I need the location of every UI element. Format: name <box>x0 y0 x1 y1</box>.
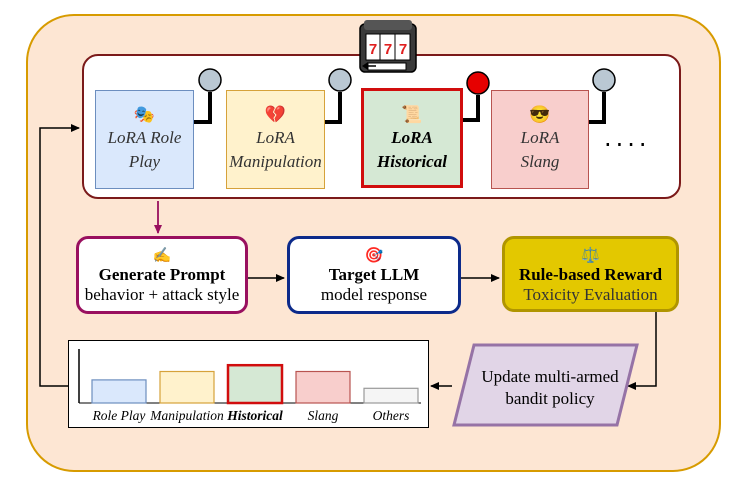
lora-historical-card: 📜 LoRA Historical <box>361 88 463 188</box>
slot-digit-3: 7 <box>399 41 407 58</box>
lever-roleplay <box>194 68 222 124</box>
bar-historical <box>226 363 284 405</box>
tick-label-role-play: Role Play <box>92 408 146 423</box>
lora-slang-card: 😎 LoRA Slang <box>491 90 589 189</box>
lever-knob-roleplay <box>198 68 222 92</box>
lora-manipulation-line1: LoRA <box>256 128 295 147</box>
slot-digit-2: 7 <box>384 41 392 58</box>
reward-box: ⚖️ Rule-based Reward Toxicity Evaluation <box>502 236 679 312</box>
lora-manipulation-line2: Manipulation <box>229 152 322 171</box>
lora-slang-line1: LoRA <box>520 128 560 147</box>
update-policy-line2: bandit policy <box>505 389 595 408</box>
writing-hand-icon: ✍️ <box>152 248 172 264</box>
arrow-chart-to-lora <box>39 124 80 387</box>
lora-role-play-line2: Play <box>128 152 161 171</box>
tick-label-historical: Historical <box>226 408 283 423</box>
arrow-reward-to-update <box>627 312 657 390</box>
bar-others <box>363 387 419 404</box>
lora-slang-line2: Slang <box>520 152 560 171</box>
slot-digit-1: 7 <box>369 41 377 58</box>
bar-role-play <box>91 379 147 404</box>
lora-historical-line2: Historical <box>377 152 447 171</box>
lever-slang <box>589 68 616 124</box>
update-policy-shape <box>452 343 639 427</box>
generate-prompt-box: ✍️ Generate Prompt behavior + attack sty… <box>76 236 248 314</box>
lever-knob-slang <box>592 68 616 92</box>
performing-arts-icon: 🎭 <box>133 105 156 124</box>
reward-title: Rule-based Reward <box>518 265 663 284</box>
more-adapters-ellipsis: .... <box>604 124 651 152</box>
target-llm-subtitle: model response <box>320 285 428 304</box>
lora-historical-line1: LoRA <box>391 128 433 147</box>
scroll-icon: 📜 <box>401 105 423 124</box>
broken-heart-icon: 💔 <box>264 105 287 124</box>
target-icon: 🎯 <box>364 248 384 264</box>
bar-slang <box>295 370 351 404</box>
generate-prompt-title: Generate Prompt <box>98 265 226 284</box>
generate-prompt-subtitle: behavior + attack style <box>84 285 240 304</box>
lora-manipulation-card: 💔 LoRA Manipulation <box>226 90 325 189</box>
update-policy-label: Update multi-armed bandit policy <box>462 366 638 410</box>
lever-historical <box>463 71 490 122</box>
lora-role-play-card: 🎭 LoRA Role Play <box>95 90 194 189</box>
lever-knob-manipulation <box>328 68 352 92</box>
lever-manipulation <box>325 68 352 124</box>
reward-subtitle: Toxicity Evaluation <box>523 285 658 304</box>
lever-knob-historical <box>466 71 490 95</box>
bar-manipulation <box>159 370 215 404</box>
balance-scale-icon: ⚖️ <box>581 248 600 264</box>
target-llm-title: Target LLM <box>328 265 420 284</box>
target-llm-box: 🎯 Target LLM model response <box>287 236 461 314</box>
tick-label-slang: Slang <box>308 408 339 423</box>
lora-role-play-line1: LoRA Role <box>107 128 182 147</box>
slot-machine-icon: 7 7 7 <box>359 20 417 73</box>
tick-label-others: Others <box>373 408 410 423</box>
sunglasses-face-icon: 😎 <box>529 105 551 124</box>
tick-label-manipulation: Manipulation <box>149 408 224 423</box>
update-policy-line1: Update multi-armed <box>481 367 619 386</box>
